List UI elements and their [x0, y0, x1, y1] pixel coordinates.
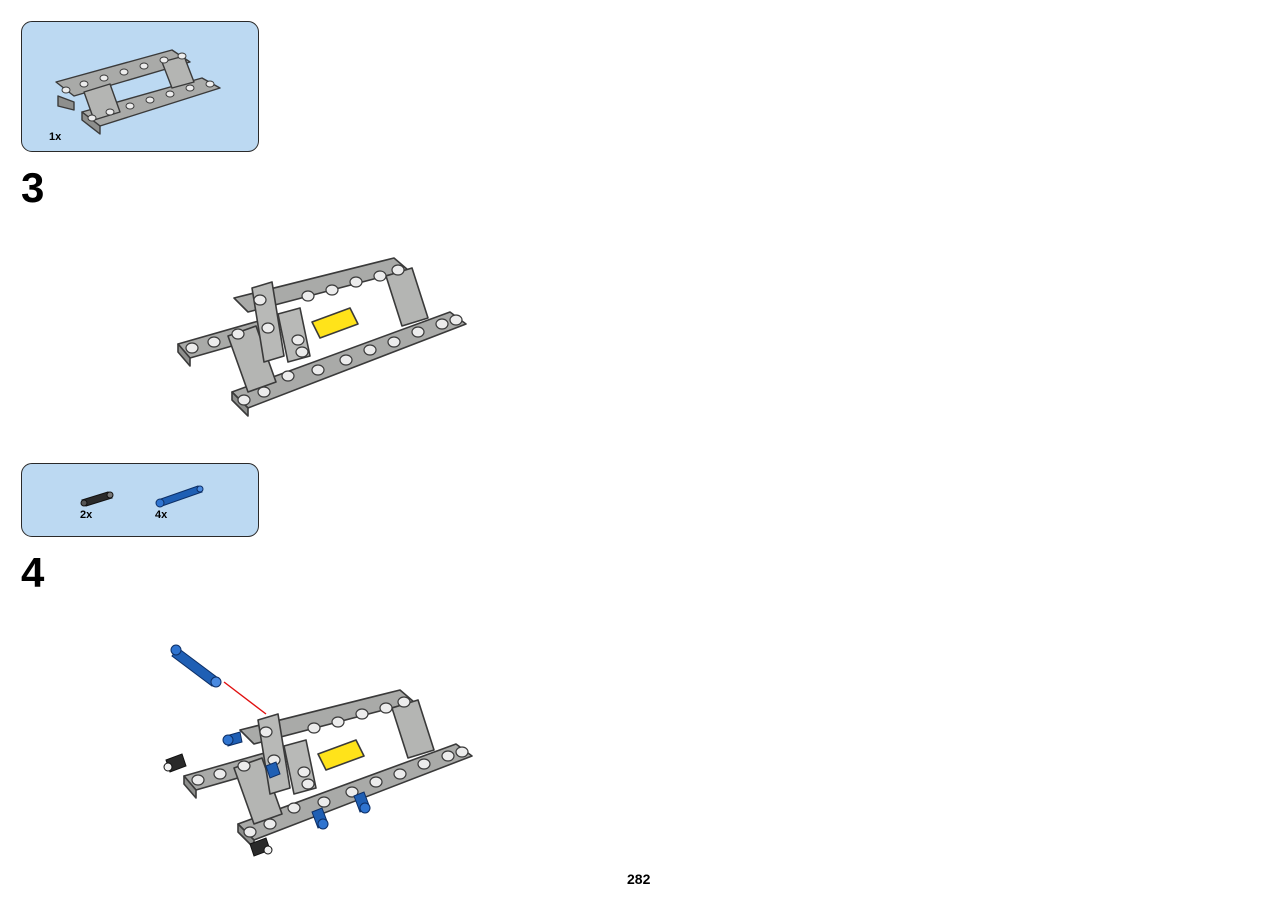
parts-list-step-4: 2x 4x: [21, 463, 259, 537]
insert-arrow: [223, 681, 267, 715]
blue-pin-insertion: [170, 644, 222, 688]
frame-part-icon: [55, 49, 221, 135]
parts-list-step-3: 1x: [21, 21, 259, 152]
step-4-assembly-illustration: [163, 644, 473, 857]
step-number: 4: [21, 549, 45, 596]
part-quantity: 1x: [49, 131, 62, 143]
black-pin-icon: [80, 491, 114, 507]
blue-pin-icon: [155, 485, 204, 508]
part-quantity: 4x: [155, 509, 168, 521]
step-3-assembly-illustration: [177, 257, 467, 417]
step-number: 3: [21, 164, 45, 211]
page-number: 282: [627, 871, 651, 887]
part-quantity: 2x: [80, 509, 93, 521]
